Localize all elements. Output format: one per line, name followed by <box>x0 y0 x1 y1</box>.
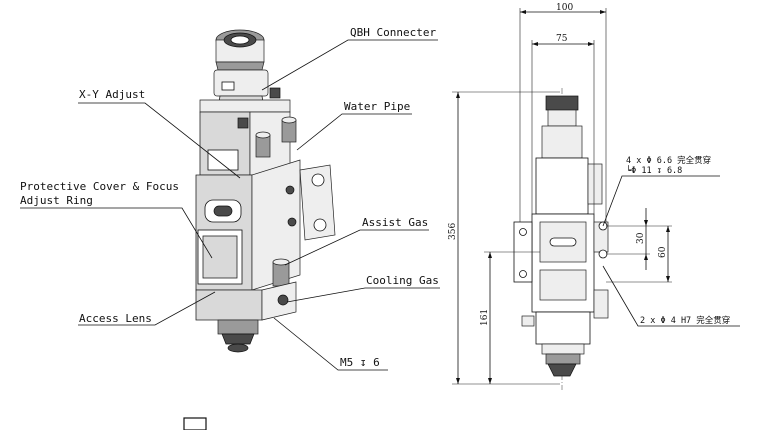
ortho-qbh-cap <box>545 95 579 111</box>
ortho-collar <box>541 343 585 355</box>
xy-adjust-block <box>199 87 291 176</box>
ortho-nozzle-ring <box>545 353 581 365</box>
bottom-marker-icon <box>183 417 207 430</box>
label-xy-adjust: X-Y Adjust <box>79 88 145 101</box>
water-leader <box>296 113 412 151</box>
ortho-side-fitting-upper <box>587 163 603 205</box>
label-water-pipe: Water Pipe <box>344 100 410 113</box>
ortho-upper-block <box>535 157 589 215</box>
hole-note-leader-top <box>602 175 720 227</box>
ortho-cooling-port <box>593 289 609 319</box>
laser-head-render <box>195 29 336 353</box>
cooling-leader <box>286 287 440 303</box>
dim-75: 75 <box>556 34 568 44</box>
protective-leader <box>20 207 213 259</box>
dim-100: 100 <box>556 3 573 13</box>
label-access-lens: Access Lens <box>79 312 152 325</box>
m5-leader <box>273 317 388 371</box>
hole-note-4x: 4 x Φ 6.6 完全贯穿 <box>626 155 711 166</box>
xy-leader <box>78 102 241 179</box>
label-assist-gas: Assist Gas <box>362 216 428 229</box>
ortho-qbh-neck <box>547 109 577 127</box>
hole-note-counterbore: ┕Φ 11 ↧ 6.8 <box>626 165 682 176</box>
water-pipe-fittings <box>255 116 297 158</box>
assist-leader <box>284 229 429 266</box>
ortho-access-tab <box>521 315 535 327</box>
label-protective-cover-line1: Protective Cover & Focus <box>20 180 179 193</box>
qbh-connector <box>213 29 269 109</box>
orthographic-view: 100 75 356 161 30 60 <box>448 3 740 390</box>
ortho-bracket-hole-top <box>519 228 527 236</box>
label-protective-cover-line2: Adjust Ring <box>20 194 93 207</box>
dim-356: 356 <box>448 223 458 240</box>
label-cooling-gas: Cooling Gas <box>366 274 439 287</box>
callout-leaders <box>20 39 440 371</box>
ortho-hole-lower <box>598 249 608 259</box>
hole-note-2x: 2 x Φ 4 H7 完全贯穿 <box>640 315 730 326</box>
ortho-access-window <box>539 269 587 301</box>
side-bracket <box>285 164 336 241</box>
assist-gas-fitting <box>272 258 290 287</box>
qbh-leader <box>261 39 438 91</box>
access-leader <box>78 291 216 326</box>
hole-note-leader-bottom <box>602 265 740 327</box>
label-m5-thread: M5 ↧ 6 <box>340 356 380 369</box>
label-qbh-connector: QBH Connecter <box>350 26 436 39</box>
ortho-bracket-hole-bottom <box>519 270 527 278</box>
ortho-lower-body <box>535 311 591 345</box>
ortho-qbh-body <box>541 125 583 159</box>
ortho-nozzle-tip <box>547 363 577 377</box>
ortho-adjust-slot <box>549 237 577 247</box>
dim-161: 161 <box>480 309 490 326</box>
dim-30: 30 <box>636 232 646 244</box>
dim-60: 60 <box>658 246 668 258</box>
lower-body <box>195 281 297 353</box>
